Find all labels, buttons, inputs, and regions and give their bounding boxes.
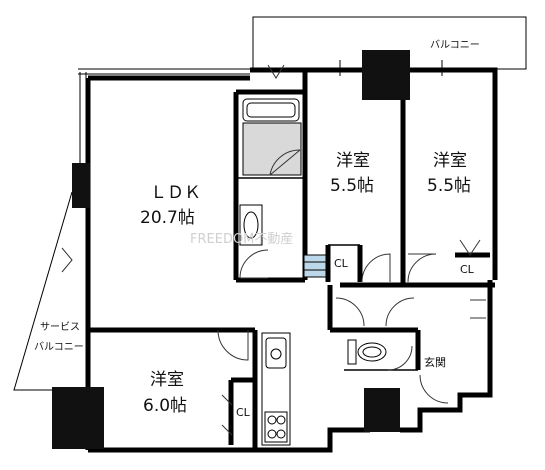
ldk-size: 20.7帖 xyxy=(140,208,195,228)
western-room-1-size: 5.5帖 xyxy=(330,176,374,196)
western-room-2-size: 5.5帖 xyxy=(427,176,471,196)
service-balcony-label-line1: サービス xyxy=(40,321,80,333)
western-room-2-name: 洋室 xyxy=(433,151,467,171)
western-room-3-size: 6.0帖 xyxy=(143,396,187,416)
bathroom xyxy=(238,98,303,179)
washroom xyxy=(239,204,327,279)
balcony-label: バルコニー xyxy=(430,39,480,51)
closet-a-label: CL xyxy=(334,257,349,270)
watermark: FREEDOM不動産 xyxy=(190,231,293,247)
toilet xyxy=(347,339,413,371)
closet-c-label: CL xyxy=(236,406,251,419)
western-room-3-name: 洋室 xyxy=(150,370,184,390)
ldk-window xyxy=(78,68,250,75)
door-swings xyxy=(61,64,486,436)
entrance-label: 玄関 xyxy=(424,355,446,369)
closet-b-label: CL xyxy=(460,263,475,276)
structural-columns xyxy=(52,50,410,449)
kitchen xyxy=(261,332,291,446)
interior-walls xyxy=(88,70,495,450)
service-balcony-label-line2: バルコニー xyxy=(34,341,84,353)
ldk-name: ＬＤＫ xyxy=(150,183,201,203)
western-room-1-name: 洋室 xyxy=(336,151,370,171)
